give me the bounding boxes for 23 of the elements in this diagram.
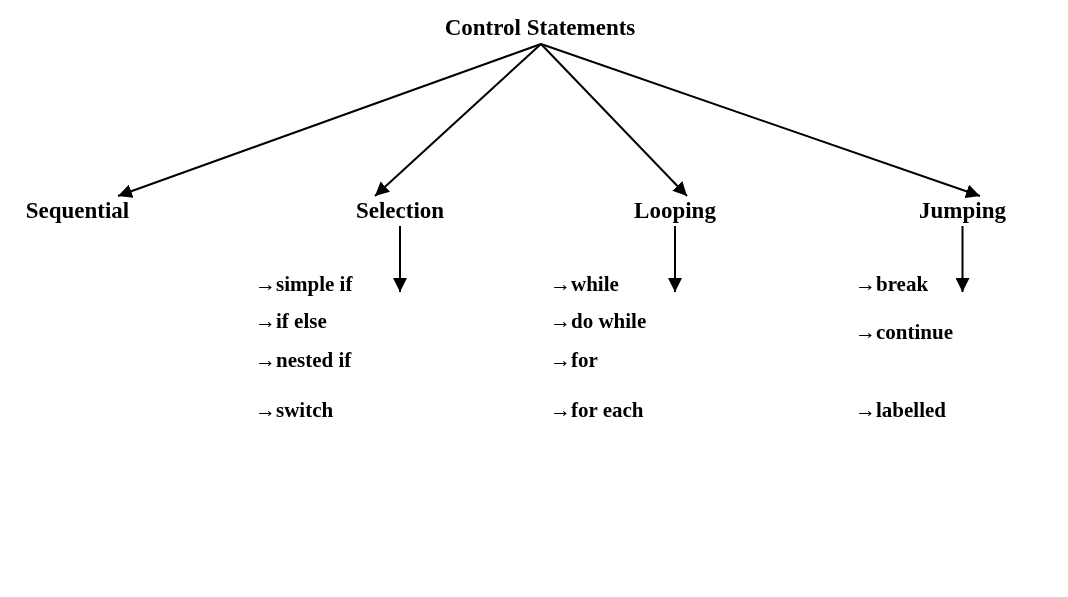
list-item: →simple if — [255, 272, 353, 296]
list-item: →switch — [255, 398, 334, 422]
arrow — [540, 43, 981, 199]
list-item: →do while — [550, 309, 647, 333]
category-label: Jumping — [919, 196, 1006, 224]
arrow — [117, 43, 542, 198]
arrow — [393, 225, 407, 293]
category-label: Looping — [634, 196, 716, 224]
list-item: →for each — [550, 398, 644, 422]
category-label: Selection — [355, 196, 445, 224]
category-label: Sequential — [25, 196, 130, 224]
list-item: →for — [550, 348, 598, 372]
list-item: →labelled — [855, 398, 946, 422]
root-heading: Control Statements — [444, 14, 636, 41]
arrow — [668, 225, 682, 293]
list-item: →nested if — [255, 348, 352, 372]
list-item: →break — [855, 272, 929, 296]
arrow — [540, 43, 688, 197]
arrow — [955, 225, 970, 293]
arrow — [374, 43, 542, 197]
list-item: →if else — [255, 309, 327, 333]
list-item: →continue — [855, 320, 953, 344]
list-item: →while — [550, 272, 619, 296]
